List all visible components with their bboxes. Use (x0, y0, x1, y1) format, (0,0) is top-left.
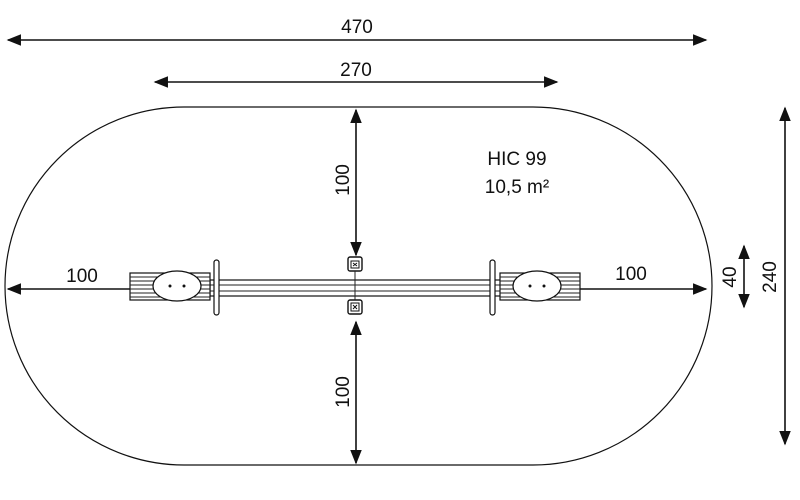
product-code: HIC 99 (487, 149, 546, 170)
safety-zone-outline (4, 106, 713, 466)
left-seat (129, 270, 211, 302)
right-handle (489, 259, 496, 316)
equipment-width-label: 40 (720, 266, 741, 287)
safety-top-label: 100 (333, 164, 354, 196)
overall-length-label: 470 (341, 17, 373, 38)
safety-right-label: 100 (615, 264, 647, 285)
safety-left-label: 100 (66, 266, 98, 287)
overall-width-label: 240 (760, 261, 781, 293)
product-area: 10,5 m² (485, 177, 549, 198)
left-seat-pad (152, 270, 202, 302)
left-handle (213, 259, 220, 316)
equipment-length-label: 270 (340, 60, 372, 81)
seesaw-beam (209, 279, 506, 297)
pivot-bracket-top (347, 256, 363, 272)
right-seat-pad (512, 270, 562, 302)
safety-bottom-label: 100 (333, 376, 354, 408)
right-seat (499, 270, 581, 302)
pivot-bracket-bottom (347, 299, 363, 315)
seesaw-equipment (129, 256, 581, 316)
